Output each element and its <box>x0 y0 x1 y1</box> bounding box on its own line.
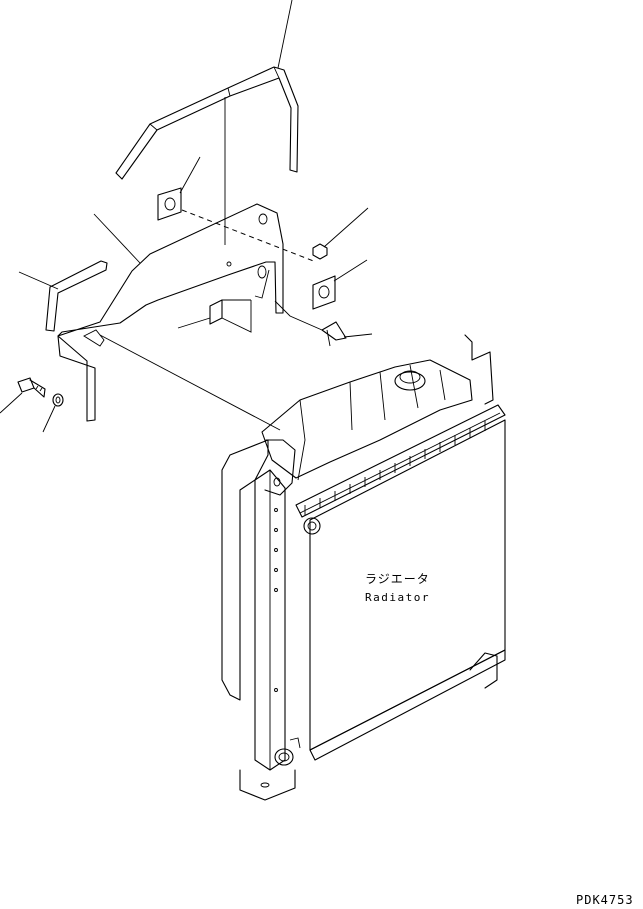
bolt <box>17 377 46 398</box>
lower-bracket-plate <box>57 329 281 431</box>
leader-line-clip-right <box>343 333 373 338</box>
leader-line-bolt <box>0 392 23 414</box>
leader-line-left-handle <box>18 271 59 290</box>
dashed-bolt-axis <box>181 209 317 263</box>
leader-line-washer-right <box>333 259 368 282</box>
leader-line-nut <box>323 207 369 248</box>
drawing-code: PDK4753 <box>576 893 634 907</box>
top-handle-bar <box>115 66 299 180</box>
clip-right <box>274 300 347 347</box>
radiator-label-en: Radiator <box>365 591 430 604</box>
nut <box>312 243 328 260</box>
leader-line-top-handle <box>277 0 293 69</box>
leader-line-washer-upper <box>179 156 201 194</box>
clip-left <box>209 299 252 333</box>
radiator-label-jp: ラジエータ <box>365 572 430 586</box>
square-washer-upper <box>157 187 182 221</box>
left-small-handle <box>45 260 108 332</box>
radiator-assembly <box>221 334 506 801</box>
main-bracket-plate <box>57 203 284 337</box>
leader-line-bracket <box>93 213 141 264</box>
washer <box>52 393 64 407</box>
leader-line-washer <box>42 405 56 433</box>
square-washer-right <box>312 275 336 310</box>
leader-line-clip-left <box>177 317 211 329</box>
